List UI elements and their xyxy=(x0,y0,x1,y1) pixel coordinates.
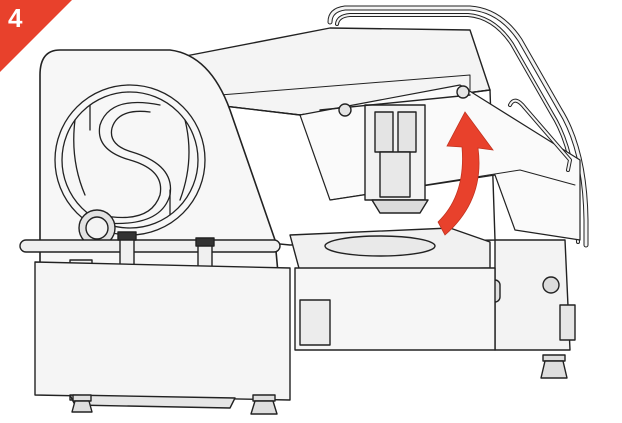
leveling-foot-icon xyxy=(71,354,568,415)
front-base xyxy=(294,267,496,351)
toolhead-assembly xyxy=(319,85,471,214)
support-bar xyxy=(19,239,281,253)
right-side-panel xyxy=(494,239,571,351)
build-plate-ring xyxy=(324,235,436,257)
curved-lift-arrow-icon xyxy=(437,111,494,236)
step-badge xyxy=(0,0,72,72)
stand-box xyxy=(34,261,291,401)
step-number: 4 xyxy=(8,3,23,33)
